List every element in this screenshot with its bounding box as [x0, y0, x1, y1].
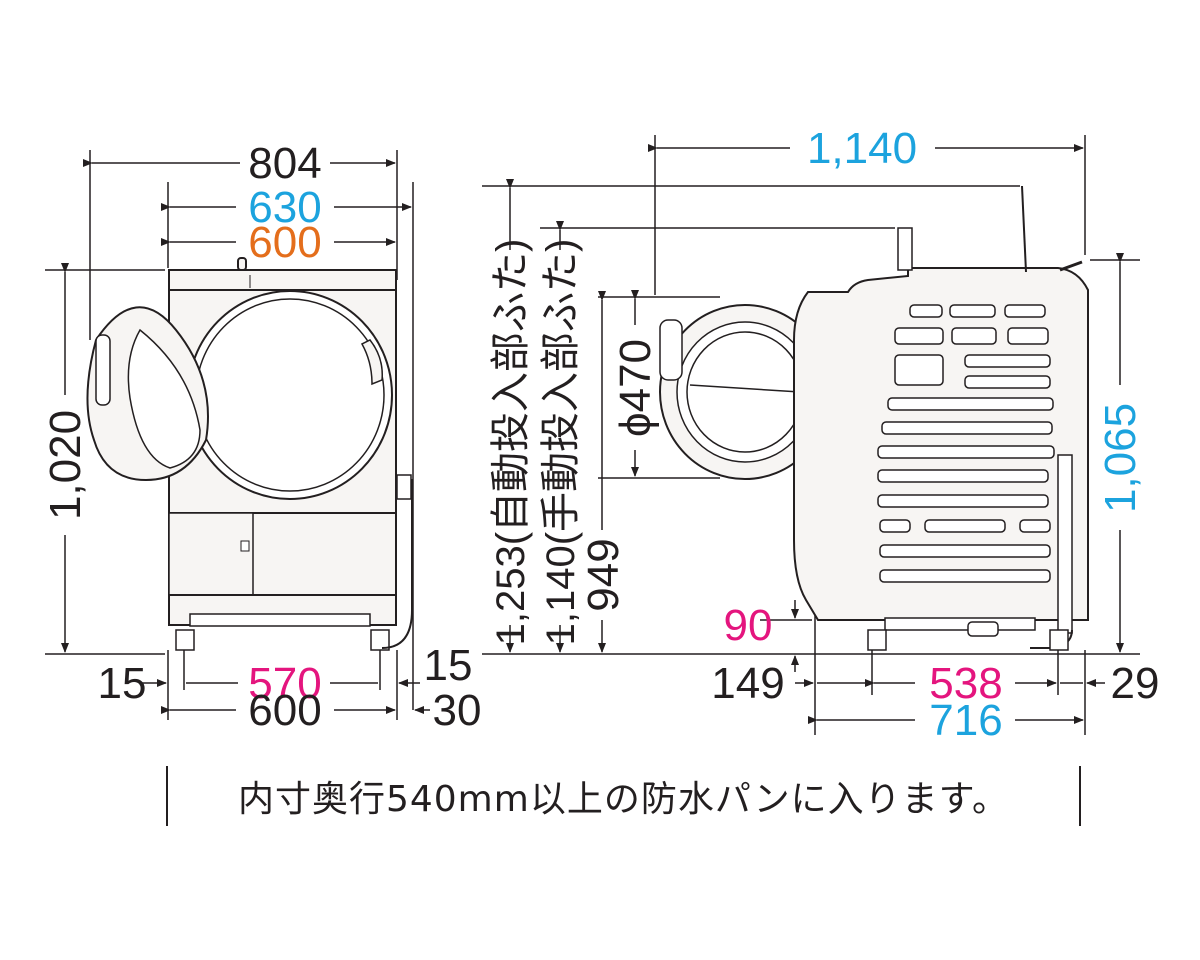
dim-630: 630 [248, 183, 321, 232]
dim-1140-depth: 1,140 [807, 124, 917, 173]
side-dimension-lines [506, 144, 1124, 724]
dim-600-top: 600 [248, 218, 321, 267]
dim-1140-manual-lid: 1,140(手動投入部ふた) [539, 239, 583, 646]
dim-600-base: 600 [248, 686, 321, 735]
dim-570: 570 [248, 659, 321, 708]
dim-149: 149 [711, 659, 784, 708]
dim-29: 29 [1111, 659, 1160, 708]
dim-30: 30 [433, 686, 482, 735]
dim-15-left: 15 [98, 659, 147, 708]
dim-716: 716 [929, 696, 1002, 745]
waterproof-pan-note: 内寸奥行540mm以上の防水パンに入ります。 [166, 766, 1081, 826]
dim-804: 804 [248, 139, 321, 188]
dim-15-right: 15 [424, 641, 473, 690]
dim-90: 90 [724, 601, 773, 650]
note-text: 内寸奥行540mm以上の防水パンに入ります。 [237, 779, 1010, 820]
dim-1253-auto-lid: 1,253(自動投入部ふた) [489, 239, 533, 646]
dim-1020: 1,020 [41, 410, 90, 520]
dim-1065: 1,065 [1096, 403, 1145, 513]
front-view [45, 150, 414, 720]
side-body [793, 267, 1089, 621]
side-view [482, 135, 1140, 735]
dim-phi470: ϕ470 [611, 339, 660, 437]
front-dimension-lines [61, 159, 430, 714]
dim-538: 538 [929, 659, 1002, 708]
dim-949: 949 [579, 538, 628, 611]
